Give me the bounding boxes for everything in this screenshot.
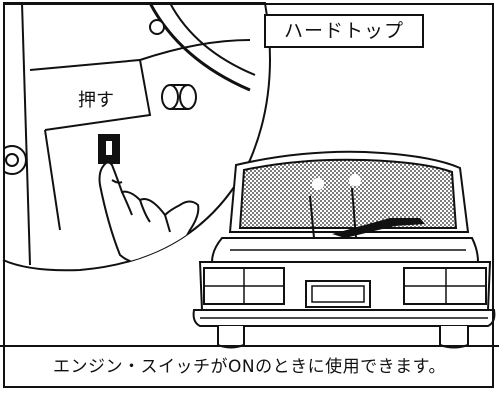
caption: エンジン・スイッチがONのときに使用できます。 — [0, 345, 499, 385]
push-label: 押す — [78, 90, 114, 111]
model-label-box: ハードトップ — [264, 14, 424, 48]
model-label: ハードトップ — [283, 20, 404, 42]
detail-magnifier — [2, 2, 271, 272]
car-rear-view — [192, 150, 496, 349]
figure-frame — [3, 3, 494, 388]
